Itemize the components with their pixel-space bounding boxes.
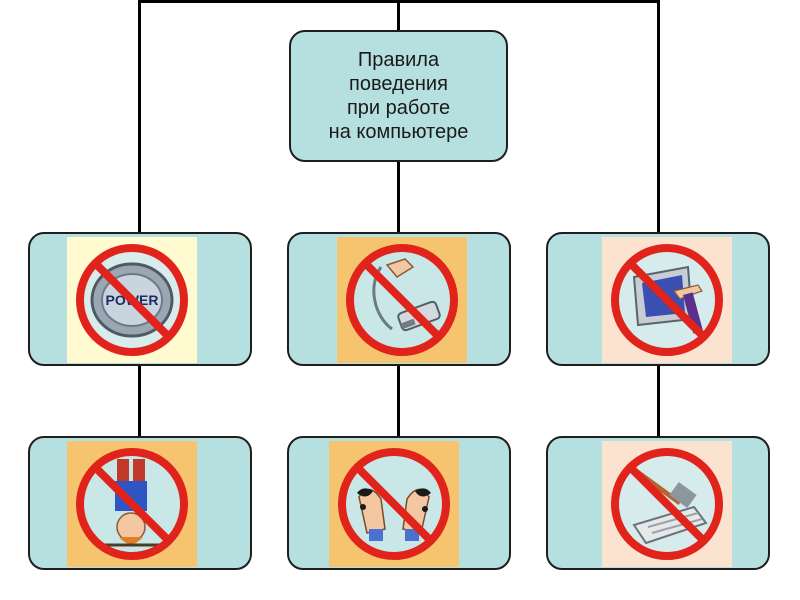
rule-node-5: [287, 436, 511, 570]
power-plug-icon: [337, 237, 467, 363]
power-button-icon: POWER: [67, 237, 197, 363]
hammer-on-keyboard-icon: [602, 441, 732, 567]
connector-center-lower: [397, 366, 400, 436]
root-title: Правила поведения при работе на компьюте…: [328, 49, 469, 143]
touching-monitor-screen-icon: [602, 237, 732, 363]
upside-down-person-icon: [67, 441, 197, 567]
rule-node-4: [28, 436, 252, 570]
connector-right-vertical: [657, 0, 660, 232]
root-node: Правила поведения при работе на компьюте…: [289, 30, 508, 162]
connector-left-lower: [138, 366, 141, 436]
rule-node-6: [546, 436, 770, 570]
rule-node-3: [546, 232, 770, 366]
connector-left-vertical: [138, 0, 141, 232]
rule-node-2: [287, 232, 511, 366]
connector-right-lower: [657, 366, 660, 436]
connector-center-top: [397, 0, 400, 30]
dirty-hands-icon: [329, 441, 459, 567]
rule-node-1: POWER: [28, 232, 252, 366]
connector-center-middle: [397, 162, 400, 232]
